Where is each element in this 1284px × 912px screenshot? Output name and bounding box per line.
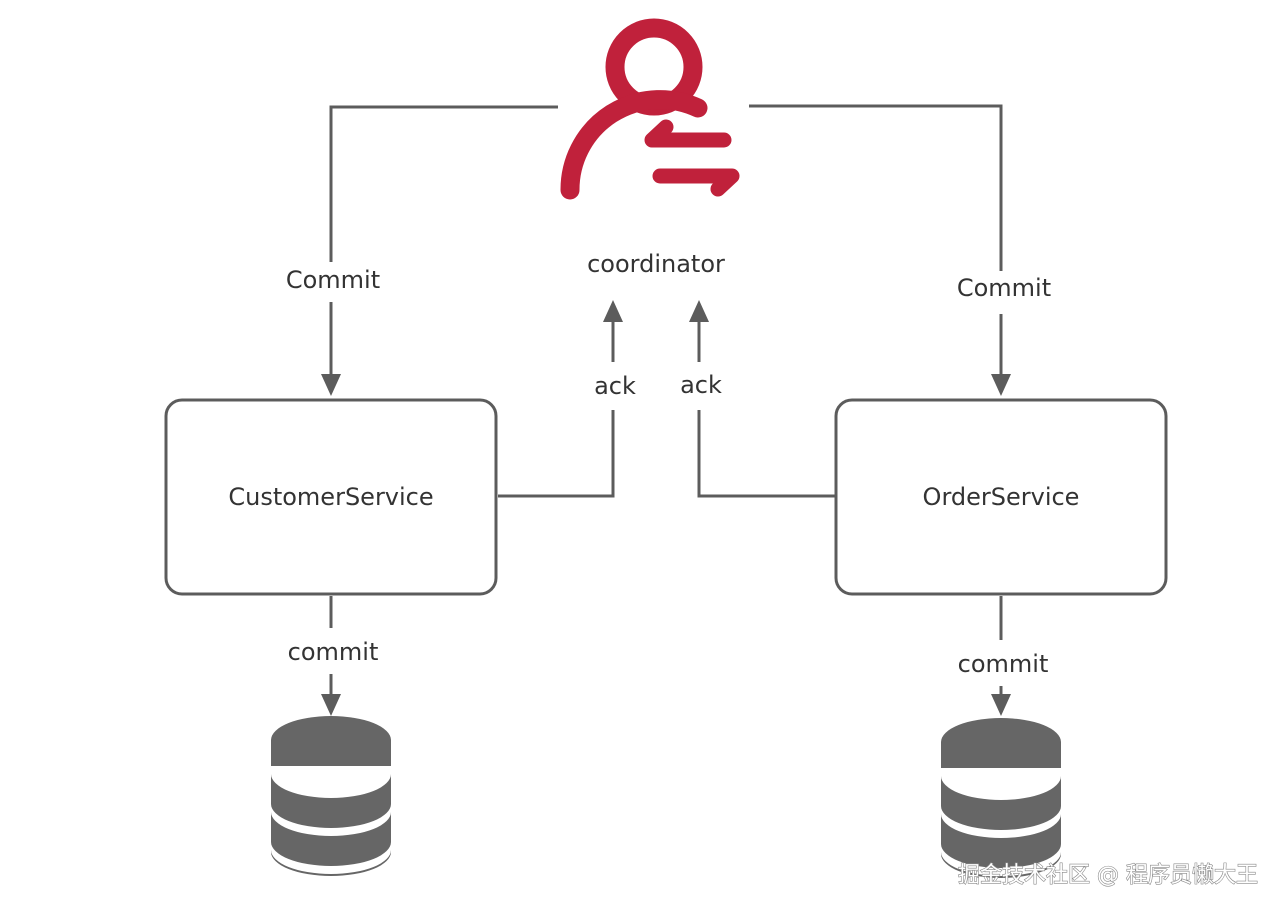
arrowhead-down	[321, 694, 341, 716]
coordinator-label: coordinator	[587, 250, 725, 278]
db-commit-label-right: commit	[958, 650, 1049, 678]
customer-service-box	[164, 398, 498, 596]
order-service-label: OrderService	[923, 483, 1080, 511]
arrowhead-up	[689, 300, 709, 322]
db-commit-edge-left	[321, 596, 341, 716]
ack-edge-left	[498, 300, 623, 498]
coordinator-body	[560, 90, 708, 200]
exchange-arrow-bottom	[652, 168, 740, 197]
ack-label-right: ack	[680, 371, 722, 399]
order-service-box	[834, 398, 1168, 596]
arrowhead-down	[321, 374, 341, 396]
ack-edge-right	[689, 300, 835, 498]
commit-edge-right	[749, 104, 1011, 396]
arrowhead-up	[603, 300, 623, 322]
ack-label-left: ack	[594, 372, 636, 400]
database-icon	[271, 716, 391, 876]
commit-edge-left	[321, 105, 558, 396]
database-icon	[941, 718, 1061, 878]
arrowhead-down	[991, 694, 1011, 716]
db-commit-label-left: commit	[288, 638, 379, 666]
commit-label-left: Commit	[286, 266, 380, 294]
arrowhead-down	[991, 374, 1011, 396]
db-commit-edge-right	[991, 596, 1011, 716]
watermark: 掘金技术社区 @ 程序员懒大王	[958, 863, 1258, 888]
commit-label-right: Commit	[957, 274, 1051, 302]
customer-service-label: CustomerService	[228, 483, 433, 511]
coordinator-icon	[560, 18, 740, 200]
exchange-arrow-top	[644, 119, 732, 148]
